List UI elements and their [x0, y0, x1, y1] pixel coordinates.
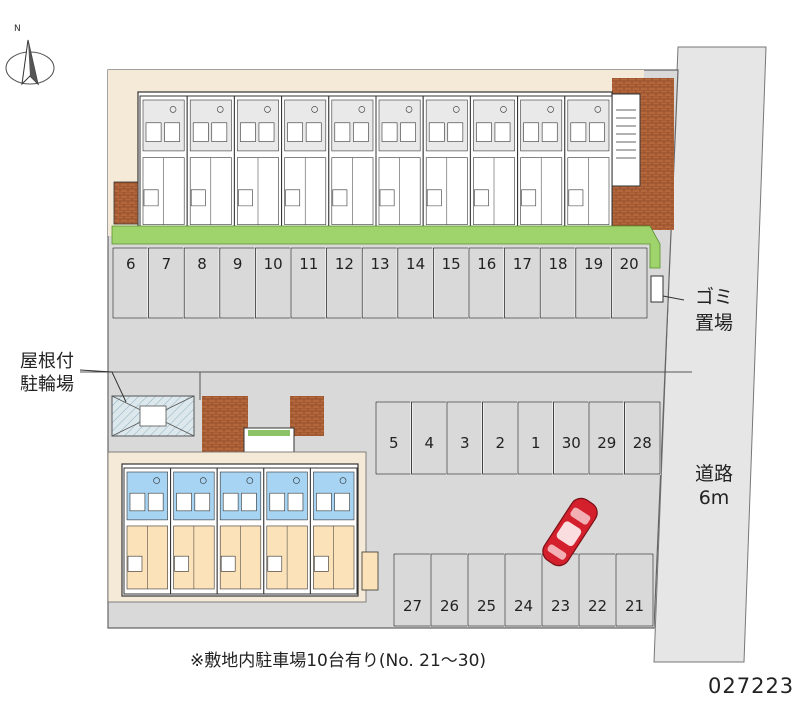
parking-space-number: 23 [550, 597, 571, 615]
parking-space-number: 12 [334, 255, 354, 273]
side-planter [361, 551, 379, 591]
stair-block [611, 93, 641, 187]
apartment-unit [139, 95, 188, 231]
apartment-unit [469, 95, 519, 231]
bottom-space-24 [504, 553, 543, 627]
parking-space-number: 3 [459, 434, 470, 452]
apartment-unit [281, 95, 330, 231]
apartment-unit [309, 467, 358, 595]
top-parking-row [112, 247, 649, 319]
top-space-19 [574, 247, 613, 319]
bottom-space-22 [578, 553, 617, 627]
top-space-17 [503, 247, 542, 319]
apartment-unit [517, 95, 566, 231]
parking-space-number: 16 [477, 255, 497, 273]
parking-space-number: 19 [584, 255, 604, 273]
parking-space-number: 27 [402, 597, 423, 615]
parking-space-number: 18 [548, 255, 568, 273]
parking-space-number: 24 [513, 597, 534, 615]
parking-space-number: 8 [197, 255, 207, 273]
parking-space-number: 21 [624, 597, 645, 615]
apartment-unit [216, 467, 265, 595]
bike-parking-label: 屋根付 駐輪場 [20, 351, 74, 395]
parking-space-number: 29 [597, 434, 617, 452]
top-space-12 [325, 247, 364, 319]
garbage-area [650, 275, 664, 303]
parking-space-number: 5 [388, 434, 399, 452]
apartment-unit [123, 467, 172, 595]
parking-space-number: 13 [370, 255, 390, 273]
parking-space-number: 22 [587, 597, 608, 615]
road-label: 道路 6m [694, 463, 733, 509]
bottom-space-27 [393, 553, 432, 627]
apartment-unit [263, 467, 311, 595]
parking-space-number: 6 [126, 255, 136, 273]
parking-note: ※敷地内駐車場10台有り(No. 21～30) [190, 651, 487, 671]
hedge [111, 225, 661, 269]
parking-space-number: 1 [530, 434, 541, 452]
bottom-apartment-units [123, 467, 358, 595]
parking-space-number: 25 [476, 597, 497, 615]
road [653, 46, 767, 663]
parking-space-number: 10 [263, 255, 283, 273]
parking-space-number: 15 [441, 255, 461, 273]
brick-planter-2 [290, 396, 324, 436]
bottom-space-21 [615, 553, 654, 627]
compass-icon [5, 39, 55, 86]
parking-space-number: 2 [495, 434, 506, 452]
apartment-unit [233, 95, 283, 231]
parking-space-number: 14 [406, 255, 426, 273]
planter-left [113, 181, 139, 225]
apartment-unit [186, 95, 235, 231]
top-space-7 [147, 247, 186, 319]
parking-space-number: 26 [439, 597, 460, 615]
parking-space-number: 4 [424, 434, 435, 452]
top-space-20 [610, 247, 649, 319]
apartment-unit [170, 467, 218, 595]
car-icon [542, 497, 598, 567]
bottom-parking-row [393, 553, 654, 627]
parking-space-number: 7 [161, 255, 172, 273]
top-apartment-units [139, 95, 613, 231]
parking-space-number: 11 [299, 255, 319, 273]
parking-space-number: 20 [619, 255, 639, 273]
apartment-unit [422, 95, 471, 231]
bottom-space-26 [430, 553, 469, 627]
bottom-space-25 [467, 553, 506, 627]
apartment-unit [328, 95, 377, 231]
apartment-unit [564, 95, 613, 231]
garbage-area-label: ゴミ 置場 [694, 286, 733, 334]
brick-planter-1 [202, 396, 248, 458]
parking-space-number: 17 [512, 255, 532, 273]
parking-space-number: 30 [561, 434, 581, 452]
parking-space-number: 28 [632, 434, 652, 452]
compass-north-label: N [14, 24, 21, 34]
middle-parking-row [375, 401, 661, 475]
apartment-unit [375, 95, 424, 231]
parking-space-number: 9 [232, 255, 243, 273]
property-code: 027223 [708, 674, 795, 698]
